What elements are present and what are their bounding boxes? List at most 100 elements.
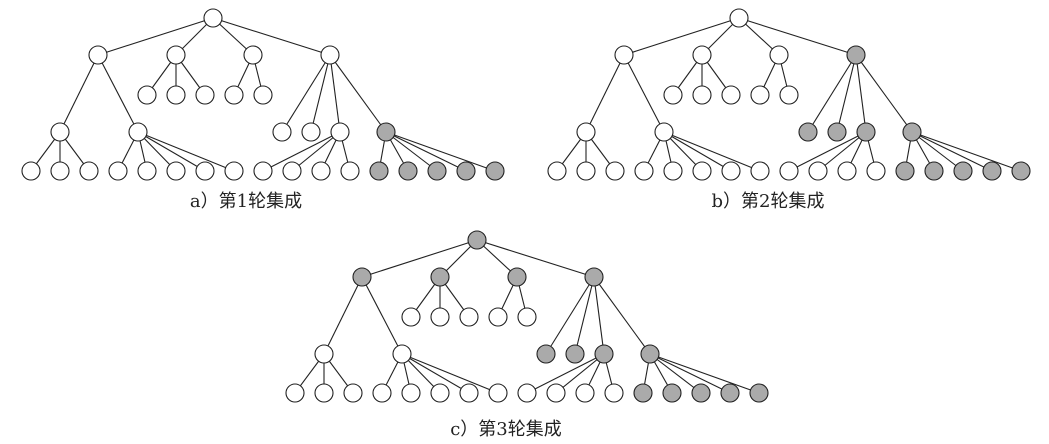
- tree-node: [340, 161, 360, 181]
- tree-edge: [593, 276, 605, 355]
- integrated-node: [507, 267, 527, 287]
- tree-edge: [545, 276, 595, 355]
- integrated-node: [584, 267, 604, 287]
- integrated-node: [594, 344, 614, 364]
- integrated-node: [427, 161, 447, 181]
- integrated-node: [398, 161, 418, 181]
- tree-node: [663, 85, 683, 105]
- tree-node: [488, 307, 508, 327]
- tree-node: [808, 161, 828, 181]
- integrated-node: [536, 344, 556, 364]
- tree-node: [166, 161, 186, 181]
- tree-edge: [323, 276, 363, 355]
- tree-node: [128, 122, 148, 142]
- integrated-node: [798, 122, 818, 142]
- tree-edge: [738, 17, 857, 56]
- tree-edge: [329, 54, 387, 133]
- tree-edge: [911, 131, 1022, 172]
- integrated-node: [633, 383, 653, 403]
- tree-edge: [911, 131, 993, 172]
- integrated-node: [485, 161, 505, 181]
- integrated-node: [369, 161, 389, 181]
- tree-edge: [385, 131, 496, 172]
- tree-node: [721, 161, 741, 181]
- tree-node: [663, 161, 683, 181]
- tree-edge: [663, 131, 761, 172]
- integrated-node: [924, 161, 944, 181]
- tree-node: [866, 161, 886, 181]
- tree-node: [547, 161, 567, 181]
- tree-edge: [585, 54, 625, 133]
- tree-edge: [623, 17, 740, 56]
- tree-node: [137, 161, 157, 181]
- tree-node: [750, 161, 770, 181]
- tree-edge: [137, 131, 206, 172]
- tree-node: [282, 161, 302, 181]
- tree-node: [195, 85, 215, 105]
- tree-edge: [329, 54, 341, 133]
- tree-edge: [401, 353, 499, 394]
- tree-edge: [281, 54, 331, 133]
- tree-node: [21, 161, 41, 181]
- tree-edge: [855, 54, 913, 133]
- tree-node: [224, 85, 244, 105]
- integrated-node: [565, 344, 585, 364]
- integrated-node: [467, 230, 487, 250]
- integrated-node: [640, 344, 660, 364]
- integrated-node: [352, 267, 372, 287]
- tree-node: [769, 45, 789, 65]
- integrated-node: [1011, 161, 1031, 181]
- tree-node: [195, 161, 215, 181]
- integrated-node: [982, 161, 1002, 181]
- tree-node: [692, 85, 712, 105]
- tree-edge: [663, 131, 732, 172]
- tree-edge: [476, 239, 595, 278]
- tree-node: [779, 161, 799, 181]
- tree-edge: [807, 54, 857, 133]
- tree-node: [253, 85, 273, 105]
- tree-node: [320, 45, 340, 65]
- tree-node: [605, 161, 625, 181]
- tree-node: [729, 8, 749, 28]
- caption-stage-1: a）第1轮集成: [189, 191, 303, 212]
- tree-node: [330, 122, 350, 142]
- tree-edge: [385, 131, 438, 172]
- tree-edge: [555, 353, 605, 394]
- tree-node: [430, 307, 450, 327]
- tree-node: [459, 383, 479, 403]
- tree-edge: [262, 131, 341, 172]
- tree-stage-2: [547, 8, 1031, 181]
- tree-node: [372, 383, 392, 403]
- tree-edge: [97, 17, 214, 56]
- tree-node: [654, 122, 674, 142]
- tree-edge: [137, 131, 235, 172]
- tree-node: [203, 8, 223, 28]
- tree-node: [343, 383, 363, 403]
- tree-edge: [855, 54, 867, 133]
- tree-edge: [911, 131, 964, 172]
- integrated-node: [456, 161, 476, 181]
- tree-edge: [817, 131, 867, 172]
- tree-edge: [526, 353, 605, 394]
- tree-edge: [593, 276, 651, 355]
- tree-node: [314, 383, 334, 403]
- tree-node: [166, 45, 186, 65]
- caption-stage-2: b）第2轮集成: [711, 191, 825, 212]
- tree-node: [488, 383, 508, 403]
- tree-node: [166, 85, 186, 105]
- tree-node: [576, 161, 596, 181]
- integrated-node: [376, 122, 396, 142]
- tree-node: [750, 85, 770, 105]
- tree-node: [517, 383, 537, 403]
- integrated-node: [827, 122, 847, 142]
- tree-node: [285, 383, 305, 403]
- tree-edge: [574, 276, 595, 355]
- tree-edge: [212, 17, 331, 56]
- tree-edge: [649, 353, 760, 394]
- integrated-node: [895, 161, 915, 181]
- tree-node: [88, 45, 108, 65]
- tree-node: [392, 344, 412, 364]
- tree-node: [604, 383, 624, 403]
- tree-edge: [623, 54, 665, 133]
